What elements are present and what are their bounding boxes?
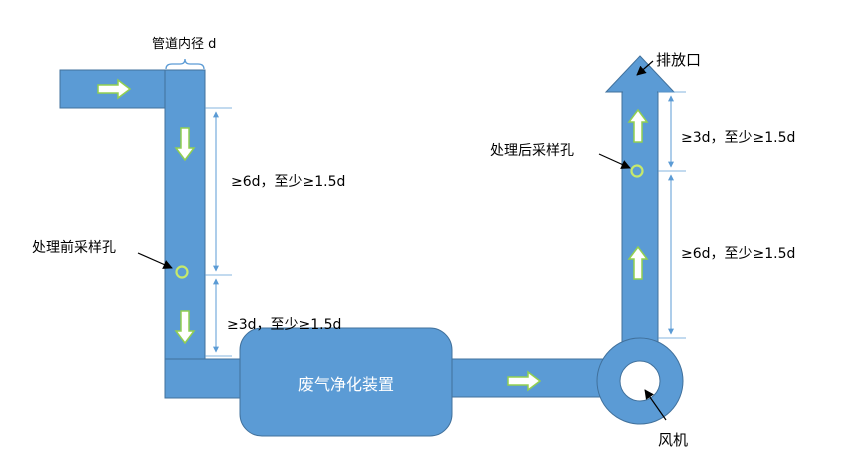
flow-arrow-right-icon [507,370,542,392]
flow-arrow-down-icon [174,310,196,345]
pre-sampling-hole-label: 处理前采样孔 [32,239,116,256]
post-sampling-hole-label: 处理后采样孔 [490,143,574,159]
fan-callout-arrow [644,389,667,421]
upper-left-distance-label: ≥6d，至少≥1.5d [231,174,345,190]
lower-left-distance-label: ≥3d，至少≥1.5d [227,317,341,333]
left-dimensions [205,107,232,357]
flow-arrow-down-icon [174,127,196,162]
lower-right-distance-label: ≥6d，至少≥1.5d [681,246,795,262]
inlet-duct-system [59,69,256,399]
upper-right-distance-label: ≥3d，至少≥1.5d [681,130,795,146]
exhaust-outlet-label: 排放口 [656,51,701,69]
fan-label: 风机 [658,431,688,449]
exhaust-outlet-callout-arrow [636,60,654,76]
pipe-diameter-label: 管道内径 d [152,36,216,52]
treatment-device-label: 废气净化装置 [298,375,394,394]
fan-hub-icon [619,360,661,402]
flow-arrow-up-icon [627,108,649,143]
treatment-device-box [239,327,453,437]
inlet-vertical-duct [164,69,206,399]
flow-arrows [97,78,649,392]
treatment-device: 废气净化装置 [239,327,453,437]
post-sampling-hole-icon [630,164,644,178]
flow-arrow-right-icon [97,78,132,100]
right-dimensions [658,91,686,339]
diameter-brace-icon [165,58,205,70]
pre-sampling-hole-icon [175,265,189,279]
post-sampling-callout-arrow [598,153,631,169]
fan [596,337,684,425]
pre-sampling-callout-arrow [137,252,173,269]
flow-arrow-up-icon [627,245,649,280]
